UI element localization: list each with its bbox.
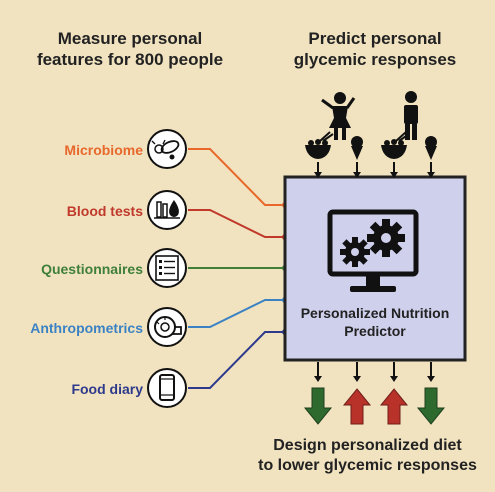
arrow-down-green [416,387,446,425]
bottom-heading: Design personalized diet to lower glycem… [245,436,490,476]
predictor-label-line2: Predictor [344,323,406,339]
measuring-tape-icon [147,307,187,347]
ice-cream-icon [425,136,437,160]
connector-microbiome [188,148,285,206]
predictor-label: Personalized Nutrition Predictor [287,304,463,340]
right-heading: Predict personal glycemic responses [270,28,480,70]
predictor-label-line1: Personalized Nutrition [300,305,450,321]
left-heading-line1: Measure personal [57,29,203,48]
feature-label-blood-tests: Blood tests [66,203,143,219]
left-heading: Measure personal features for 800 people [20,28,240,70]
feature-label-microbiome: Microbiome [64,142,143,158]
feature-label-questionnaires: Questionnaires [41,261,143,277]
rice-bowl-icon [305,131,334,159]
feature-label-anthropometrics: Anthropometrics [30,320,143,336]
blood-test-icon [147,190,187,230]
connector-anthropometrics [188,299,285,328]
arrow-up-red [342,388,372,425]
connector-food-diary [188,331,285,389]
bottom-heading-line2: to lower glycemic responses [258,457,477,474]
computer-gears-icon [327,209,419,292]
woman-icon [321,92,356,140]
output-arrows [314,362,435,382]
ice-cream-icon [351,136,363,160]
connector-blood-tests [188,209,285,238]
feature-label-food-diary: Food diary [71,381,143,397]
input-arrows [314,162,435,178]
arrow-up-red [379,388,409,425]
rice-bowl-icon [381,131,410,159]
right-heading-line2: glycemic responses [293,50,457,69]
arrow-down-green [303,387,333,425]
bottom-heading-line1: Design personalized diet [273,437,462,454]
man-icon [404,91,418,140]
checklist-icon [147,248,187,288]
smartphone-icon [147,368,187,408]
predictor-box [283,175,467,362]
microbe-icon [147,129,187,169]
right-heading-line1: Predict personal [308,29,442,48]
left-heading-line2: features for 800 people [36,50,224,69]
